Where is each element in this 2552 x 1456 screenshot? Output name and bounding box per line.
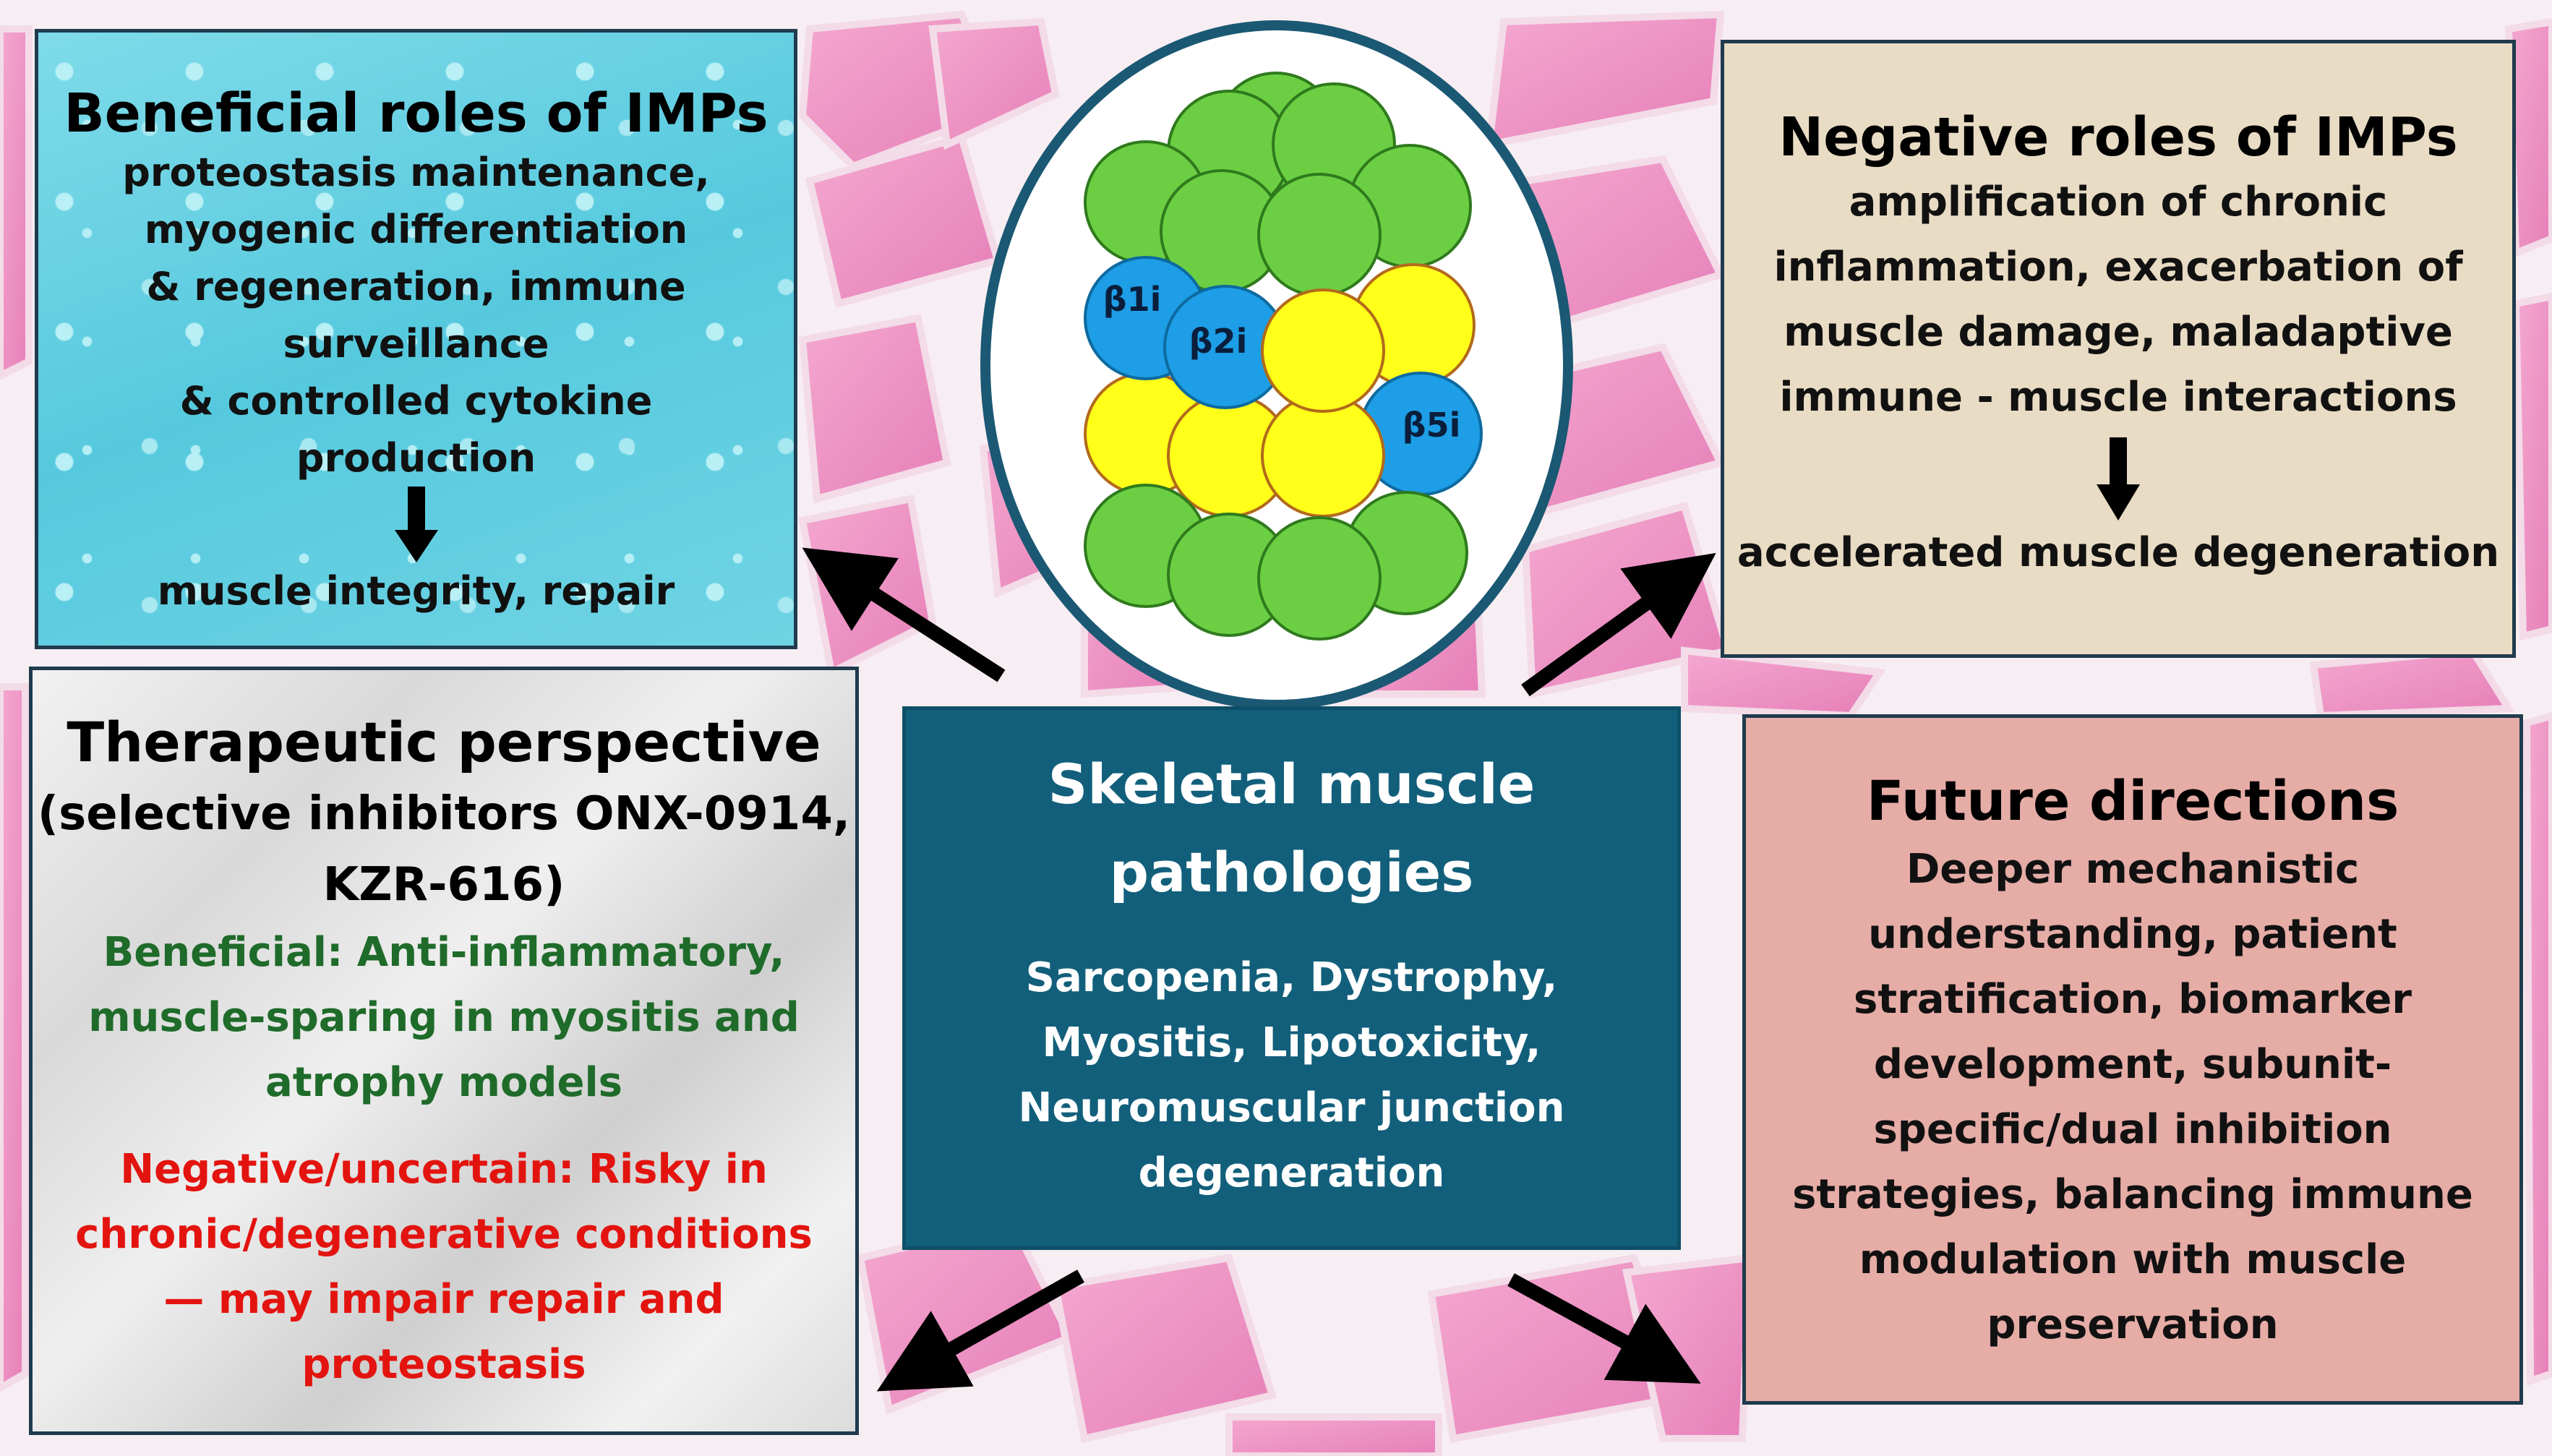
negative-outcome: accelerated muscle degeneration [1737,529,2500,576]
therapeutic-perspective-box: Therapeutic perspective (selective inhib… [29,667,859,1435]
beta-subunit-yellow [1261,288,1385,413]
future-line: development, subunit- [1873,1041,2392,1088]
therapeutic-subtitle-line: KZR-616) [322,858,565,912]
therapeutic-subtitle: (selective inhibitors ONX-0914, KZR-616) [33,779,855,920]
future-line: preservation [1987,1301,2279,1348]
therapeutic-negative-text: Negative/uncertain: Risky in chronic/deg… [33,1137,855,1397]
beneficial-title: Beneficial roles of IMPs [64,82,768,145]
therapeutic-title: Therapeutic perspective [67,710,821,774]
beta1i-label: β1i [1103,280,1162,319]
negative-text: amplification of chronic inflammation, e… [1724,170,2512,430]
beneficial-line: myogenic differentiation [144,207,688,252]
beneficial-line: production [296,435,536,481]
therapeutic-beneficial-text: Beneficial: Anti-inflammatory, muscle-sp… [33,920,855,1115]
arrow-to-negative [1521,552,1716,697]
therapeutic-subtitle-line: (selective inhibitors ONX-0914, [37,787,851,841]
future-line: strategies, balancing immune [1792,1171,2473,1218]
beta5i-label: β5i [1403,406,1461,445]
down-arrow-icon [394,487,438,562]
beneficial-line: surveillance [283,321,549,367]
therapeutic-negative-line: — may impair repair and [163,1276,724,1323]
center-title-line: Skeletal muscle [1048,752,1536,816]
future-directions-box: Future directions Deeper mechanistic und… [1742,714,2523,1405]
future-title: Future directions [1866,768,2399,833]
alpha-subunit-green [1257,516,1382,641]
center-title: Skeletal muscle pathologies [906,740,1677,917]
negative-roles-box: Negative roles of IMPs amplification of … [1721,40,2516,658]
beneficial-line: proteostasis maintenance, [122,150,710,195]
center-line: degeneration [1138,1149,1445,1196]
negative-line: inflammation, exacerbation of [1773,244,2463,291]
future-line: stratification, biomarker [1854,976,2412,1023]
center-line: Sarcopenia, Dystrophy, [1025,954,1558,1001]
therapeutic-negative-line: chronic/degenerative conditions [75,1211,813,1258]
future-line: specific/dual inhibition [1873,1106,2392,1153]
center-text: Sarcopenia, Dystrophy, Myositis, Lipotox… [906,946,1677,1206]
future-line: understanding, patient [1868,911,2397,958]
beneficial-line: & regeneration, immune [146,264,686,309]
negative-title: Negative roles of IMPs [1778,106,2458,168]
arrow-to-future [1507,1273,1701,1384]
negative-line: amplification of chronic [1849,179,2388,226]
therapeutic-negative-line: proteostasis [301,1341,586,1388]
future-text: Deeper mechanistic understanding, patien… [1746,837,2519,1358]
beneficial-text: proteostasis maintenance, myogenic diffe… [38,144,794,487]
therapeutic-beneficial-line: Beneficial: Anti-inflammatory, [103,929,785,976]
center-line: Myositis, Lipotoxicity, [1042,1019,1541,1066]
future-line: modulation with muscle [1859,1236,2407,1283]
down-arrow-icon [2097,437,2140,521]
arrow-to-beneficial [802,547,1006,682]
center-line: Neuromuscular junction [1018,1084,1565,1131]
beneficial-outcome: muscle integrity, repair [157,568,675,614]
beneficial-roles-box: Beneficial roles of IMPs proteostasis ma… [35,29,797,649]
therapeutic-beneficial-line: muscle-sparing in myositis and [88,994,800,1041]
negative-line: muscle damage, maladaptive [1784,309,2453,356]
beta2i-label: β2i [1189,322,1248,361]
center-title-line: pathologies [1109,840,1474,904]
negative-line: immune - muscle interactions [1779,374,2457,421]
skeletal-muscle-pathologies-box: Skeletal muscle pathologies Sarcopenia, … [902,706,1681,1250]
future-line: Deeper mechanistic [1906,846,2360,893]
arrow-to-therapeutic [876,1269,1084,1392]
therapeutic-beneficial-line: atrophy models [265,1059,623,1106]
beneficial-line: & controlled cytokine [179,378,653,424]
therapeutic-negative-line: Negative/uncertain: Risky in [120,1146,768,1193]
